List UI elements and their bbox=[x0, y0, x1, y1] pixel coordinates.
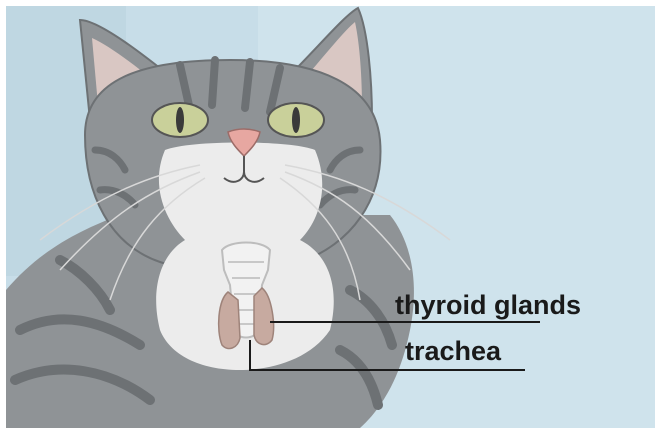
left-pupil bbox=[176, 107, 184, 133]
trachea-label: trachea bbox=[405, 336, 502, 366]
right-pupil bbox=[292, 107, 300, 133]
thyroid-glands-label: thyroid glands bbox=[395, 290, 581, 320]
left-thyroid-gland bbox=[219, 292, 240, 349]
